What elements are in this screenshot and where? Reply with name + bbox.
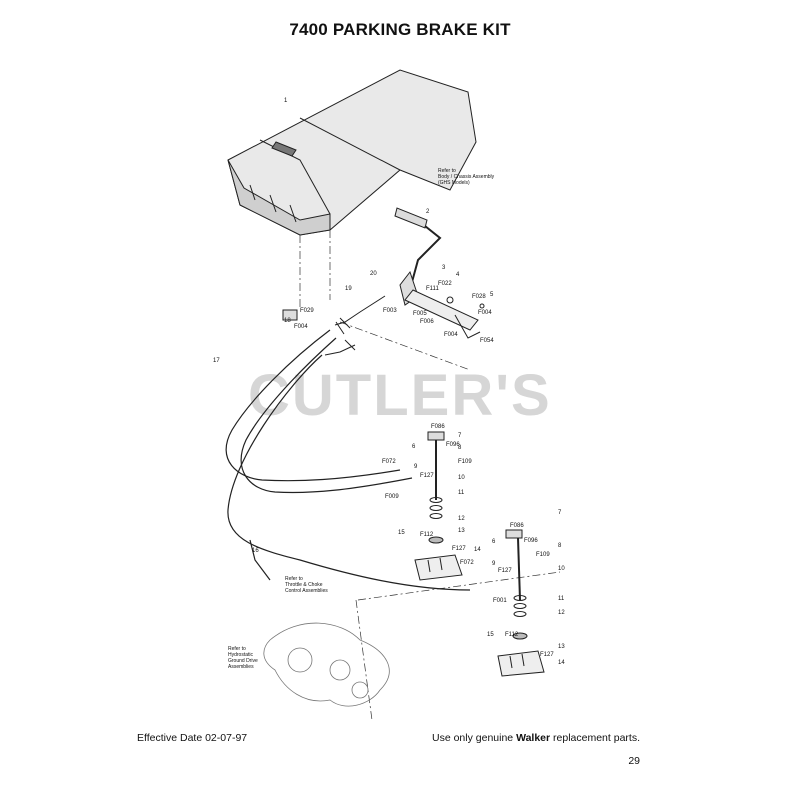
svg-text:F096: F096 xyxy=(524,538,538,544)
svg-text:F112: F112 xyxy=(505,632,519,638)
svg-text:6: 6 xyxy=(492,539,496,545)
svg-text:F054: F054 xyxy=(480,338,494,344)
svg-text:Control Assemblies: Control Assemblies xyxy=(285,588,328,594)
svg-text:5: 5 xyxy=(490,292,494,298)
svg-text:18: 18 xyxy=(284,318,291,324)
footer-note: Use only genuine Walker replacement part… xyxy=(432,732,640,744)
svg-text:F109: F109 xyxy=(458,459,472,465)
note-throttle: Refer to Throttle & Choke Control Assemb… xyxy=(285,576,328,594)
svg-text:F004: F004 xyxy=(478,310,492,316)
svg-text:F072: F072 xyxy=(460,560,474,566)
svg-text:13: 13 xyxy=(558,644,565,650)
brake-bracket-a xyxy=(414,431,463,581)
svg-text:F096: F096 xyxy=(446,442,460,448)
callouts: 1 2 3 4 5 20 19 18 17 16 F111 F022 F028 … xyxy=(213,98,565,666)
svg-text:15: 15 xyxy=(487,632,494,638)
svg-text:8: 8 xyxy=(558,543,562,549)
svg-text:Body / Chassis Assembly: Body / Chassis Assembly xyxy=(438,174,495,180)
brake-cables xyxy=(225,329,471,591)
svg-text:F127: F127 xyxy=(540,652,554,658)
svg-text:F003: F003 xyxy=(383,308,397,314)
svg-text:F001: F001 xyxy=(493,598,507,604)
svg-text:7: 7 xyxy=(458,433,462,439)
svg-text:F009: F009 xyxy=(385,494,399,500)
svg-text:7: 7 xyxy=(558,510,562,516)
svg-text:F029: F029 xyxy=(300,308,314,314)
brake-bracket-b xyxy=(497,529,545,677)
svg-text:F028: F028 xyxy=(472,294,486,300)
svg-text:F004: F004 xyxy=(444,332,458,338)
svg-text:F005: F005 xyxy=(413,311,427,317)
svg-text:16: 16 xyxy=(252,548,259,554)
brand-name: Walker xyxy=(516,732,551,744)
svg-text:2: 2 xyxy=(426,209,430,215)
svg-text:11: 11 xyxy=(558,596,565,602)
svg-text:12: 12 xyxy=(458,516,465,522)
svg-text:17: 17 xyxy=(213,358,220,364)
svg-text:10: 10 xyxy=(558,566,565,572)
svg-text:8: 8 xyxy=(458,445,462,451)
svg-text:Refer to: Refer to xyxy=(228,646,246,652)
svg-text:4: 4 xyxy=(456,272,460,278)
brake-lever xyxy=(394,207,485,339)
svg-text:F006: F006 xyxy=(420,319,434,325)
svg-text:13: 13 xyxy=(458,528,465,534)
svg-text:F127: F127 xyxy=(420,473,434,479)
svg-text:F086: F086 xyxy=(431,424,445,430)
svg-text:15: 15 xyxy=(398,530,405,536)
svg-text:11: 11 xyxy=(458,490,465,496)
svg-text:10: 10 xyxy=(458,475,465,481)
svg-text:F127: F127 xyxy=(498,568,512,574)
svg-text:Refer to: Refer to xyxy=(285,576,303,582)
svg-text:F086: F086 xyxy=(510,523,524,529)
svg-text:1: 1 xyxy=(284,98,288,104)
svg-text:F072: F072 xyxy=(382,459,396,465)
svg-text:Throttle & Choke: Throttle & Choke xyxy=(285,582,323,588)
svg-text:F111: F111 xyxy=(426,286,439,292)
svg-text:9: 9 xyxy=(414,464,418,470)
svg-text:Hydrostatic: Hydrostatic xyxy=(228,652,254,658)
svg-text:3: 3 xyxy=(442,265,446,271)
svg-text:6: 6 xyxy=(412,444,416,450)
seat-body-shell xyxy=(227,69,477,236)
svg-text:14: 14 xyxy=(558,660,565,666)
svg-text:Refer to: Refer to xyxy=(438,168,456,174)
svg-text:F127: F127 xyxy=(452,546,466,552)
hydrostatic-drive xyxy=(263,622,390,707)
upper-cable-ends xyxy=(282,295,386,356)
svg-text:14: 14 xyxy=(474,547,481,553)
svg-text:F112: F112 xyxy=(420,532,434,538)
svg-text:19: 19 xyxy=(345,286,352,292)
svg-text:F004: F004 xyxy=(294,324,308,330)
page-title: 7400 PARKING BRAKE KIT xyxy=(289,20,511,39)
watermark: CUTLER'S xyxy=(248,363,552,428)
svg-text:(GHS Models): (GHS Models) xyxy=(438,180,470,186)
page-number: 29 xyxy=(628,755,640,767)
svg-text:20: 20 xyxy=(370,271,377,277)
note-body: Refer to Body / Chassis Assembly (GHS Mo… xyxy=(438,168,495,186)
svg-text:F109: F109 xyxy=(536,552,550,558)
svg-text:Ground Drive: Ground Drive xyxy=(228,658,258,664)
svg-text:9: 9 xyxy=(492,561,496,567)
svg-text:Assemblies: Assemblies xyxy=(228,664,254,670)
svg-text:F022: F022 xyxy=(438,281,452,287)
svg-text:12: 12 xyxy=(558,610,565,616)
effective-date: Effective Date 02-07-97 xyxy=(137,732,248,744)
note-drive: Refer to Hydrostatic Ground Drive Assemb… xyxy=(228,646,258,670)
